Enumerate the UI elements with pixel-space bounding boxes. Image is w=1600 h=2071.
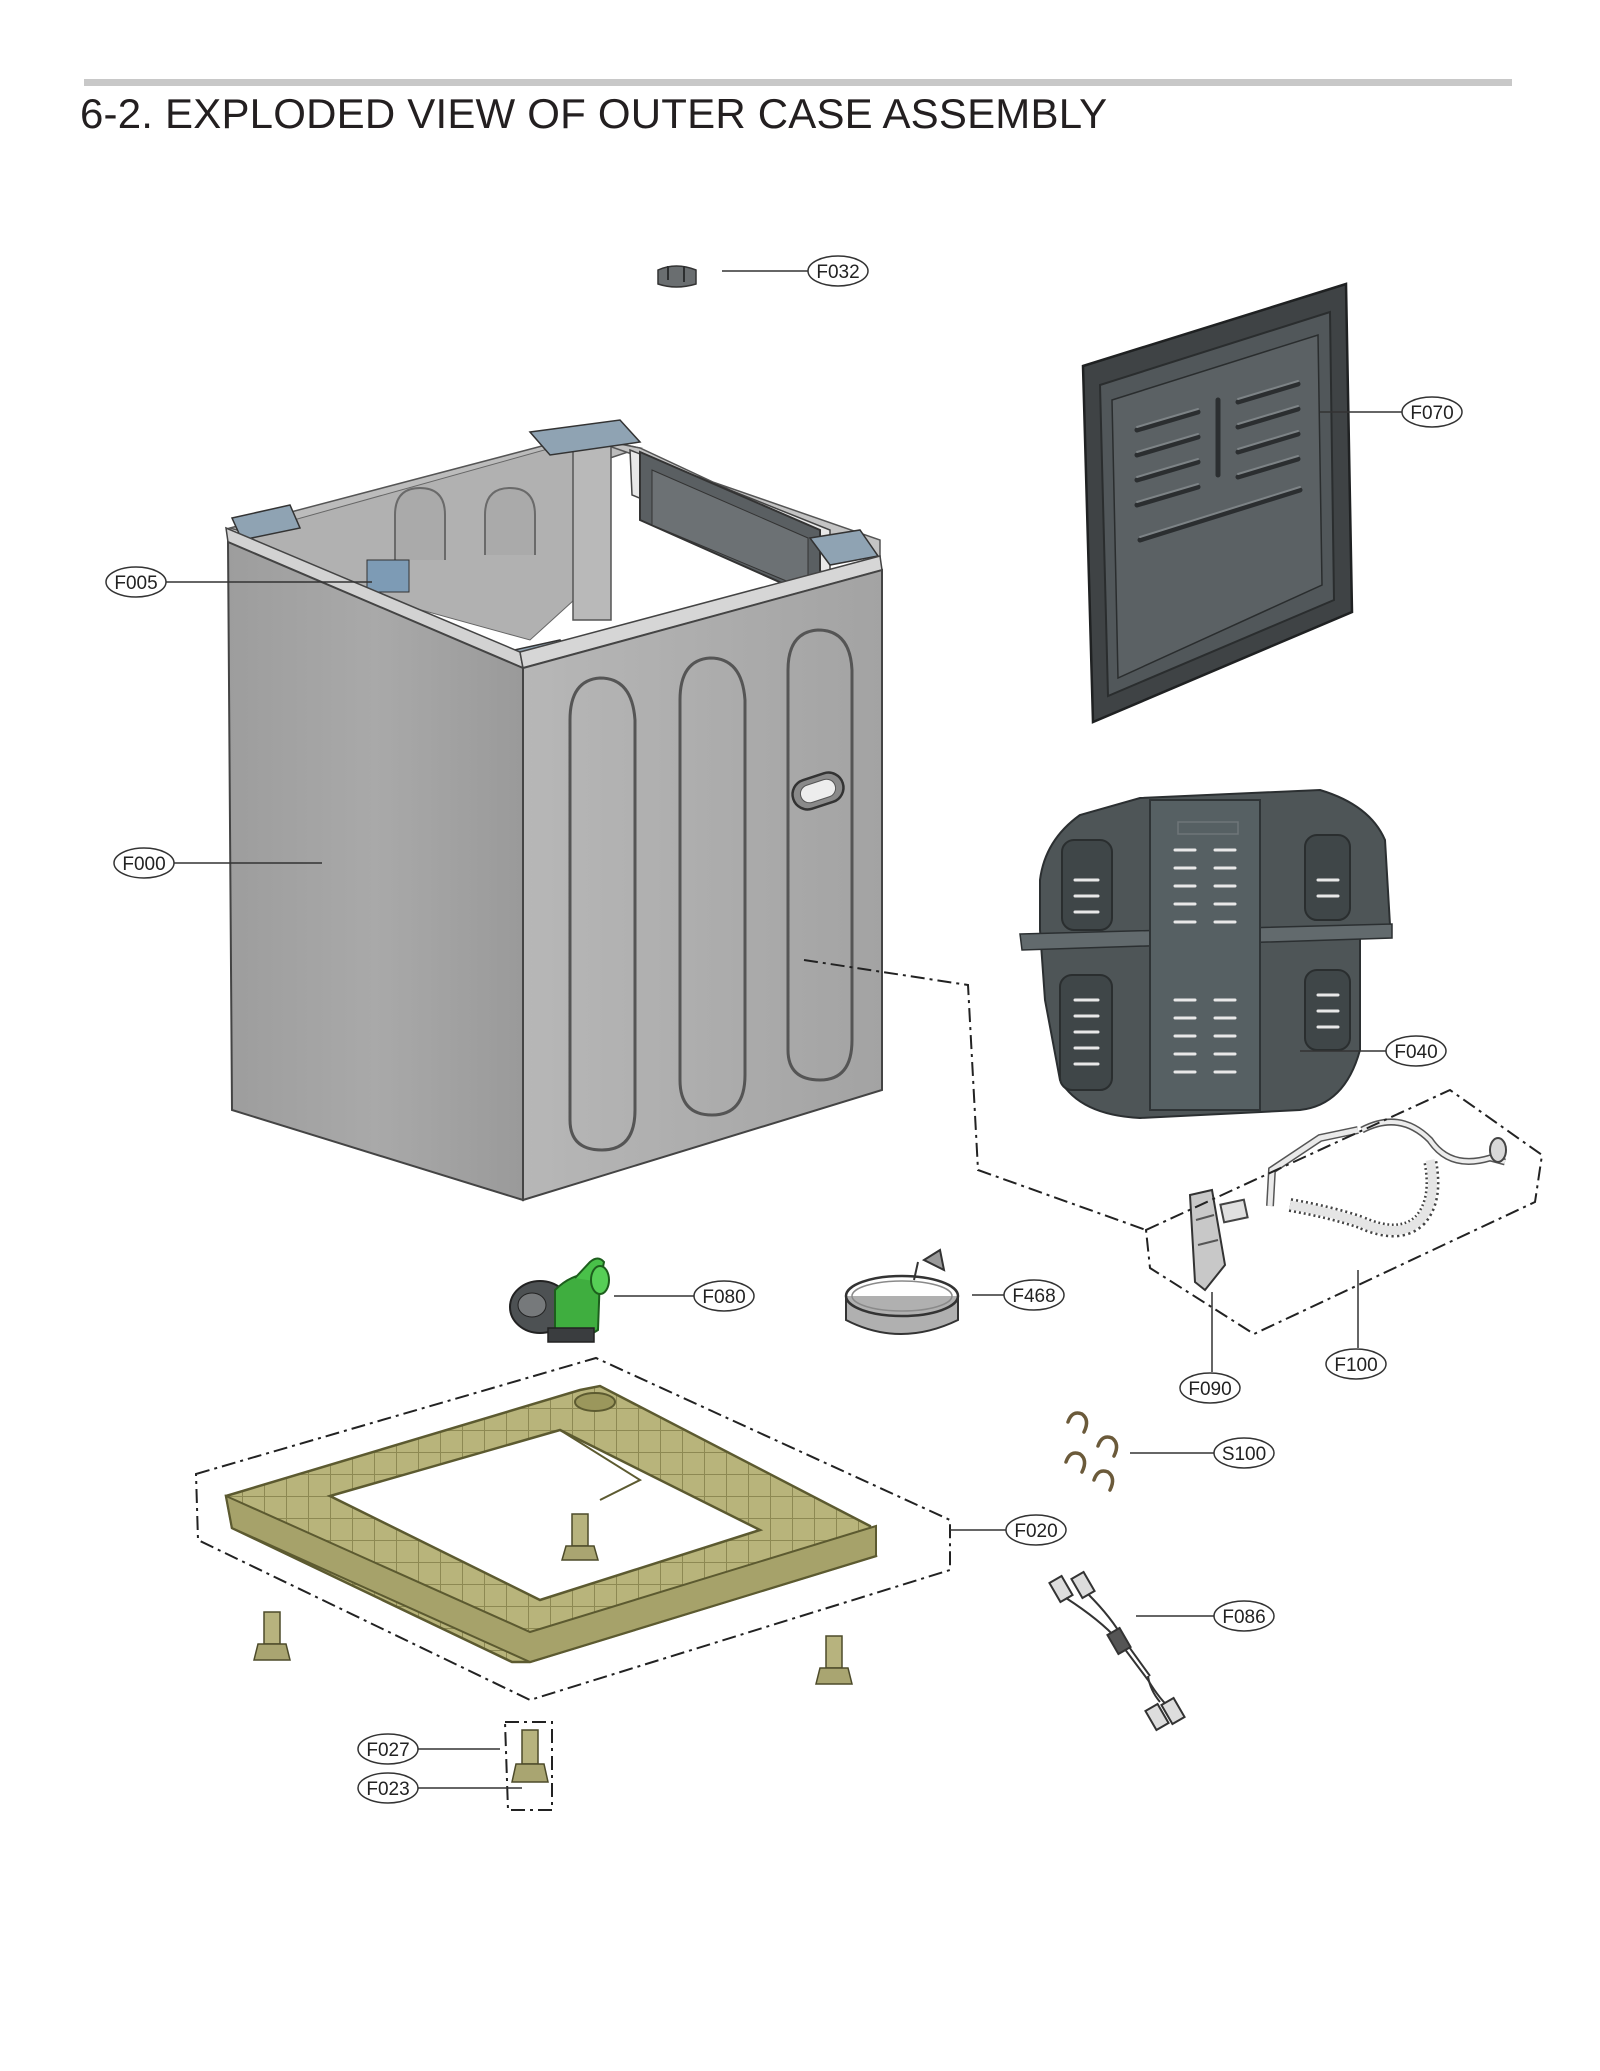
top-rule [84, 79, 1512, 86]
cover-part-f040 [1019, 788, 1393, 1120]
assembly-outlines [194, 959, 1544, 1811]
rear-panel-part-f070 [1081, 282, 1354, 724]
callout-f100: F100 [1325, 1270, 1387, 1380]
label-f000: F000 [122, 854, 165, 875]
label-f080: F080 [702, 1287, 745, 1308]
callout-f032: F032 [722, 255, 869, 287]
callout-f080: F080 [614, 1280, 755, 1312]
foot-center [561, 1513, 599, 1561]
label-f100: F100 [1334, 1355, 1377, 1376]
callout-f040: F040 [1300, 1035, 1447, 1067]
label-f027: F027 [366, 1740, 409, 1761]
drain-hose-part-f100 [1219, 1118, 1507, 1238]
callout-f000: F000 [113, 847, 322, 879]
callout-f070: F070 [1320, 396, 1463, 428]
insulation-block-f005 [366, 559, 410, 593]
callout-f090: F090 [1179, 1292, 1241, 1404]
pump-part-f080 [509, 1257, 610, 1343]
clips-part-s100 [1064, 1411, 1119, 1492]
label-f040: F040 [1394, 1042, 1437, 1063]
label-f023: F023 [366, 1779, 409, 1800]
clip-part-f032 [657, 265, 697, 288]
callout-s100: S100 [1130, 1437, 1275, 1469]
callout-f468: F468 [972, 1279, 1065, 1311]
foot-right [815, 1635, 853, 1685]
label-f086: F086 [1222, 1607, 1265, 1628]
hose-clamp-part-f468 [844, 1248, 960, 1335]
page-title: 6-2. EXPLODED VIEW OF OUTER CASE ASSEMBL… [80, 90, 1108, 137]
wire-harness-part-f086 [1048, 1570, 1186, 1732]
base-frame-part-f020 [224, 1384, 878, 1664]
label-f020: F020 [1014, 1521, 1057, 1542]
cabinet-part-f000 [225, 419, 883, 1202]
callout-f005: F005 [105, 566, 372, 598]
callout-f020: F020 [950, 1514, 1067, 1546]
foot-left [253, 1611, 291, 1661]
label-f005: F005 [114, 573, 157, 594]
callout-f023: F023 [357, 1772, 522, 1804]
foot-detail [511, 1729, 549, 1783]
callout-f086: F086 [1136, 1600, 1275, 1632]
label-f032: F032 [816, 262, 859, 283]
hose-holder-part-f090 [1188, 1188, 1227, 1292]
leveling-feet [253, 1513, 853, 1783]
label-f090: F090 [1188, 1379, 1231, 1400]
label-s100: S100 [1222, 1444, 1266, 1465]
label-f468: F468 [1012, 1286, 1055, 1307]
label-f070: F070 [1410, 403, 1453, 424]
callout-f027: F027 [357, 1733, 500, 1765]
